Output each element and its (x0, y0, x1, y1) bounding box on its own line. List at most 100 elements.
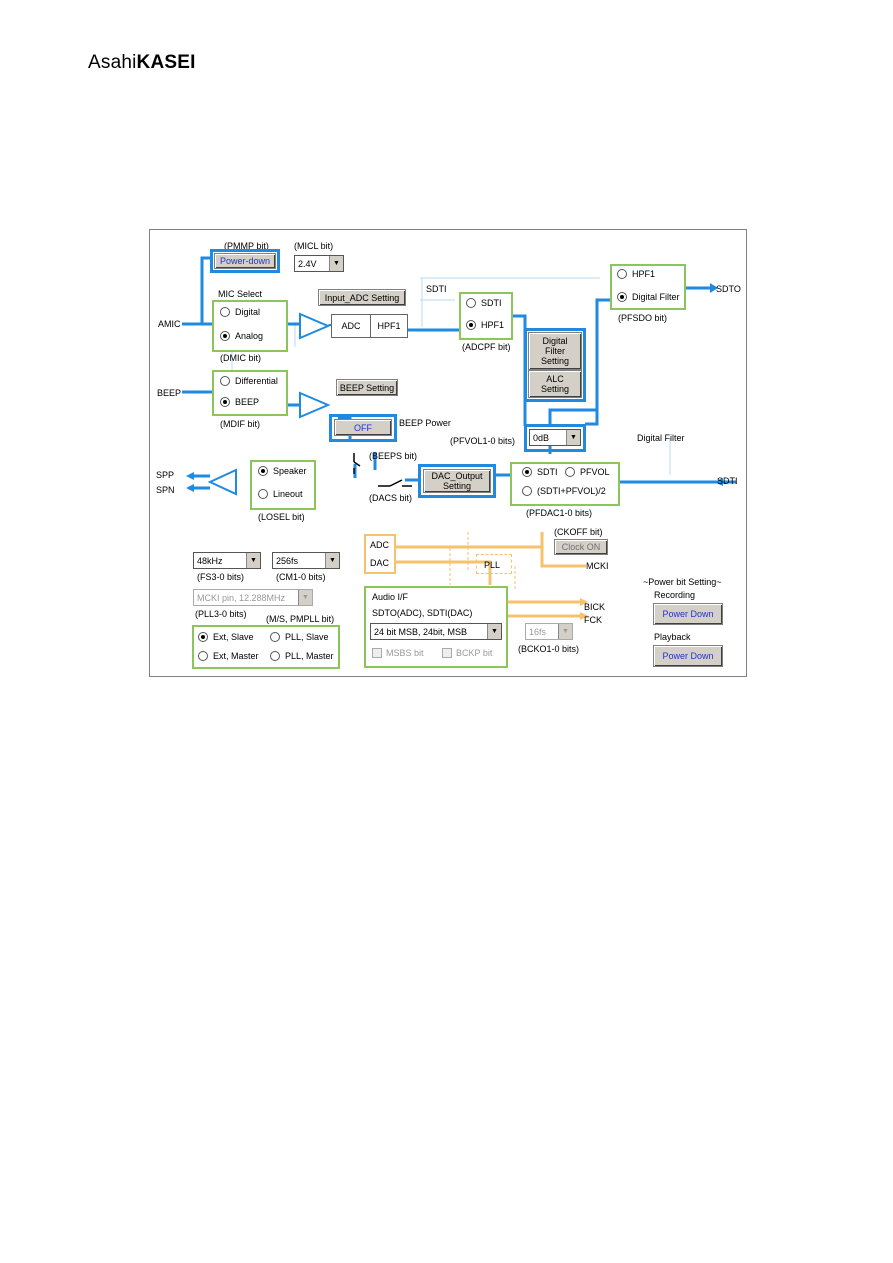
sdti-top-label: SDTI (426, 284, 447, 294)
clock-dac-label: DAC (370, 558, 390, 568)
pll-label: PLL (484, 560, 501, 570)
pfsdo-hpf1-radio[interactable]: HPF1 (617, 269, 655, 279)
msbs-checkbox[interactable]: MSBS bit (372, 648, 424, 658)
mic-select-label: MIC Select (218, 289, 263, 299)
chevron-down-icon: ▼ (246, 553, 260, 568)
clock-on-button[interactable]: Clock ON (554, 539, 608, 555)
ms-box (192, 625, 340, 669)
alc-setting-button[interactable]: ALC Setting (528, 370, 582, 398)
beep-power-frame (329, 414, 397, 442)
bcko-bits-label: (BCKO1-0 bits) (518, 644, 580, 654)
power-down-button[interactable]: Power-down (214, 253, 276, 269)
pll-select[interactable]: MCKI pin, 12.288MHz ▼ (193, 589, 313, 606)
sdti-input-label: SDTI (717, 476, 738, 486)
power-setting-label: ~Power bit Setting~ (643, 577, 722, 587)
fs-select[interactable]: 48kHz ▼ (193, 552, 261, 569)
cm-bits-label: (CM1-0 bits) (276, 572, 326, 582)
pfdac-pfvol-radio[interactable]: PFVOL (565, 467, 610, 477)
filter-alc-frame (524, 328, 586, 402)
beep-setting-button[interactable]: BEEP Setting (336, 379, 398, 396)
sdto-sdti-label: SDTO(ADC), SDTI(DAC) (372, 608, 473, 618)
pfdac-sum-radio[interactable]: (SDTI+PFVOL)/2 (522, 486, 606, 496)
mic-analog-radio[interactable]: Analog (220, 331, 263, 341)
logo-part1: Asahi (88, 52, 137, 73)
mdif-bit-label: (MDIF bit) (220, 419, 260, 429)
bcko-select[interactable]: 16fs ▼ (525, 623, 573, 640)
playback-label: Playback (654, 632, 691, 642)
beeps-switch (353, 453, 361, 474)
beep-amplifier (299, 391, 331, 419)
ext-slave-radio[interactable]: Ext, Slave (198, 632, 254, 642)
differential-radio[interactable]: Differential (220, 376, 278, 386)
power-down-frame (210, 249, 280, 273)
pmmp-bit-label: (PMMP bit) (224, 241, 269, 251)
spn-label: SPN (156, 485, 175, 495)
asahikasei-logo: AsahiKASEI (88, 52, 196, 74)
playback-power-down-button[interactable]: Power Down (653, 645, 723, 667)
cm-select[interactable]: 256fs ▼ (272, 552, 340, 569)
ext-master-radio[interactable]: Ext, Master (198, 651, 259, 661)
mic-amplifier (299, 312, 331, 340)
adcpf-bit-label: (ADCPF bit) (462, 342, 511, 352)
beep-power-label: BEEP Power (399, 418, 451, 428)
ms-bits-label: (M/S, PMPLL bit) (266, 614, 335, 624)
mic-select-box (212, 300, 288, 352)
beep-radio[interactable]: BEEP (220, 397, 259, 407)
audio-format-select[interactable]: 24 bit MSB, 24bit, MSB ▼ (370, 623, 502, 640)
sdto-label: SDTO (716, 284, 741, 294)
micl-select[interactable]: 2.4V▼ (294, 255, 344, 272)
adcpf-hpf1-radio[interactable]: HPF1 (466, 320, 504, 330)
lineout-radio[interactable]: Lineout (258, 489, 303, 499)
adcpf-sdti-radio[interactable]: SDTI (466, 298, 502, 308)
pll-block (476, 554, 512, 574)
bckp-checkbox[interactable]: BCKP bit (442, 648, 492, 658)
bcko-select-value: 16fs (529, 626, 547, 637)
logo-part2: KASEI (136, 52, 196, 73)
clock-paths (396, 532, 586, 618)
dacs-switch (378, 479, 412, 487)
block-diagram-panel: (PMMP bit) Power-down (MICL bit) 2.4V▼ M… (149, 229, 747, 677)
fs-select-value: 48kHz (197, 555, 223, 566)
chevron-down-icon: ▼ (298, 590, 312, 605)
digital-filter-setting-button[interactable]: Digital Filter Setting (528, 332, 582, 370)
mic-digital-radio[interactable]: Digital (220, 307, 260, 317)
beeps-bit-label: (BEEPS bit) (369, 451, 418, 461)
ckoff-bit-label: (CKOFF bit) (554, 527, 603, 537)
input-adc-setting-button[interactable]: Input_ADC Setting (318, 289, 406, 306)
chevron-down-icon: ▼ (566, 430, 580, 445)
pfdac-bits-label: (PFDAC1-0 bits) (526, 508, 593, 518)
pfvol-select-value: 0dB (533, 432, 550, 443)
pll-bits-label: (PLL3-0 bits) (195, 609, 247, 619)
micl-bit-label: (MICL bit) (294, 241, 334, 251)
pfdac-sdti-radio[interactable]: SDTI (522, 467, 558, 477)
cm-select-value: 256fs (276, 555, 299, 566)
amic-label: AMIC (158, 319, 181, 329)
chevron-down-icon: ▼ (558, 624, 572, 639)
fck-label: FCK (584, 615, 602, 625)
clock-adc-label: ADC (370, 540, 390, 550)
speaker-radio[interactable]: Speaker (258, 466, 307, 476)
adc-dac-clock-box (364, 534, 396, 574)
recording-label: Recording (654, 590, 696, 600)
pll-select-value: MCKI pin, 12.288MHz (197, 592, 286, 603)
audio-format-select-value: 24 bit MSB, 24bit, MSB (374, 626, 468, 637)
beep-power-off-button[interactable]: OFF (334, 419, 392, 436)
dmic-bit-label: (DMIC bit) (220, 353, 261, 363)
adc-block: ADC (331, 314, 371, 338)
pll-slave-radio[interactable]: PLL, Slave (270, 632, 329, 642)
dacs-bit-label: (DACS bit) (369, 493, 413, 503)
recording-power-down-button[interactable]: Power Down (653, 603, 723, 625)
spp-label: SPP (156, 470, 175, 480)
micl-select-value: 2.4V (298, 258, 317, 269)
pll-master-radio[interactable]: PLL, Master (270, 651, 334, 661)
dac-output-frame (418, 464, 496, 498)
adcpf-box (459, 292, 513, 340)
hpf1-block: HPF1 (370, 314, 408, 338)
sdto-arrowhead (710, 283, 718, 293)
chevron-down-icon: ▼ (325, 553, 339, 568)
pfvol-select[interactable]: 0dB ▼ (529, 429, 581, 446)
speaker-amplifier (207, 468, 237, 496)
chevron-down-icon: ▼ (487, 624, 501, 639)
dac-output-setting-button[interactable]: DAC_Output Setting (423, 469, 491, 493)
pfsdo-digital-filter-radio[interactable]: Digital Filter (617, 292, 680, 302)
